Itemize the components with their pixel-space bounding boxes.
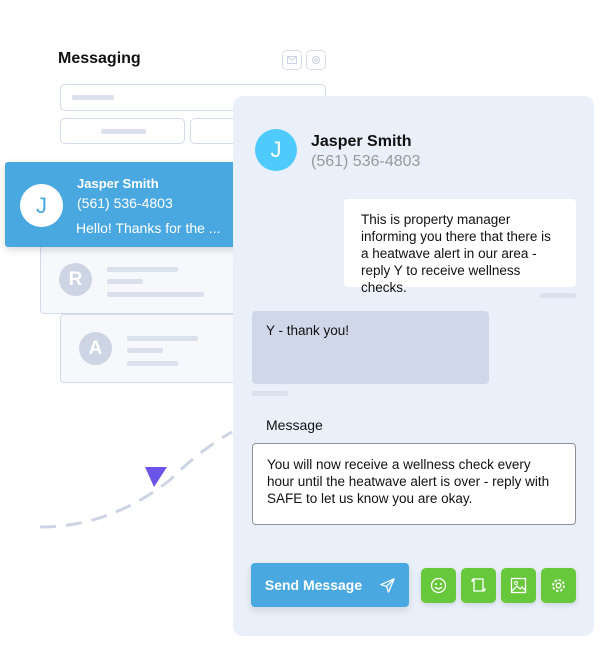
- message-bubble-outgoing: This is property manager informing you t…: [344, 199, 576, 295]
- contact-phone: (561) 536-4803: [77, 195, 173, 211]
- image-icon: [510, 577, 527, 594]
- message-preview: Hello! Thanks for the ...: [76, 220, 221, 236]
- message-bubble-incoming: Y - thank you!: [252, 311, 489, 384]
- send-label: Send Message: [264, 577, 363, 593]
- emoji-button[interactable]: [421, 568, 456, 603]
- conversation-item-selected[interactable]: J Jasper Smith (561) 536-4803 Hello! Tha…: [5, 162, 240, 247]
- contact-name: Jasper Smith: [311, 133, 412, 150]
- message-input[interactable]: You will now receive a wellness check ev…: [252, 443, 576, 525]
- gear-icon: [552, 579, 565, 592]
- contact-phone: (561) 536-4803: [311, 153, 421, 170]
- conversation-item-r[interactable]: R: [40, 240, 240, 314]
- template-button[interactable]: [461, 568, 496, 603]
- send-message-button[interactable]: Send Message: [251, 563, 409, 607]
- paper-plane-icon: [380, 577, 395, 593]
- settings-button[interactable]: [541, 568, 576, 603]
- compose-icon-button[interactable]: [282, 50, 302, 70]
- avatar: J: [20, 184, 63, 227]
- avatar: R: [59, 263, 92, 296]
- settings-icon-button[interactable]: [306, 50, 326, 70]
- image-button[interactable]: [501, 568, 536, 603]
- messaging-title: Messaging: [58, 50, 141, 67]
- arrow-icon: [145, 467, 167, 487]
- gear-icon: [312, 56, 320, 64]
- conversation-item-a[interactable]: A: [60, 314, 240, 383]
- chat-panel: J Jasper Smith (561) 536-4803 This is pr…: [233, 96, 594, 636]
- contact-avatar: J: [255, 129, 297, 171]
- smiley-icon: [430, 577, 447, 594]
- contact-name: Jasper Smith: [77, 176, 159, 191]
- compose-label: Message: [266, 417, 323, 433]
- scroll-icon: [471, 578, 486, 592]
- envelope-icon: [287, 56, 297, 64]
- filter-button-1[interactable]: [60, 118, 185, 144]
- avatar: A: [79, 332, 112, 365]
